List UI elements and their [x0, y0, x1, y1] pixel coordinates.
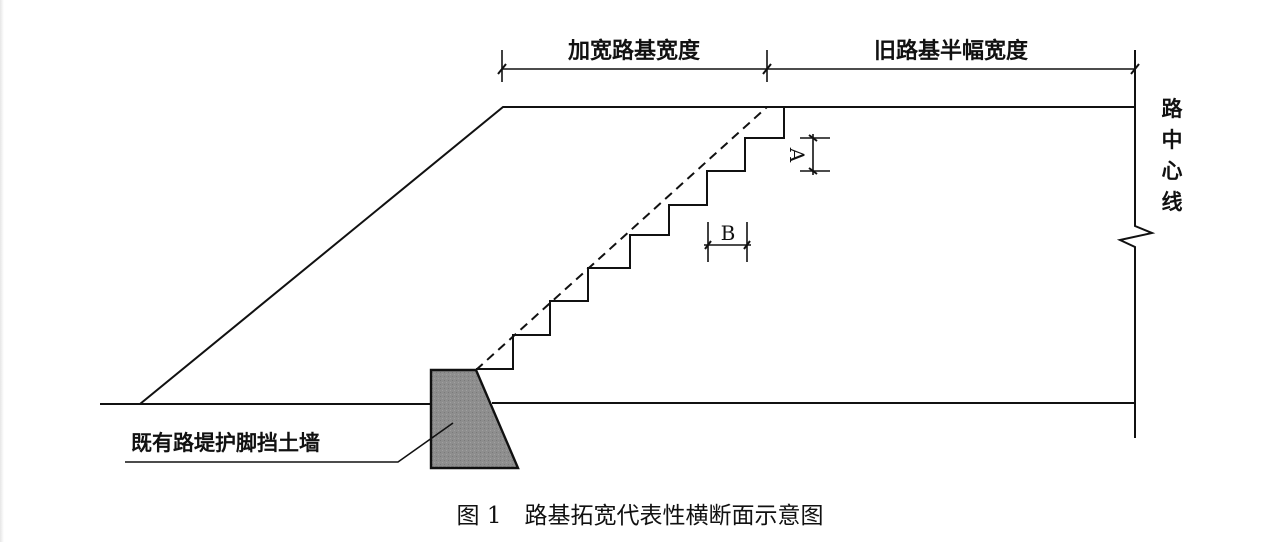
centerline-char: 线: [1162, 190, 1183, 214]
top-dimension-lines: [497, 50, 1140, 82]
step-width-dimension: B: [704, 221, 751, 262]
dimension-slash: [808, 167, 818, 175]
dimension-slash: [704, 240, 712, 250]
retaining-wall: [429, 368, 520, 470]
wall-leader-line: [125, 422, 454, 463]
centerline: [1116, 50, 1156, 438]
dimension-slash: [762, 63, 772, 75]
label-widened-width: 加宽路基宽度: [567, 38, 701, 64]
centerline-char: 心: [1162, 159, 1183, 183]
page-edge-shadow: [0, 0, 4, 542]
centerline-label: 路 中 心 线: [1162, 97, 1184, 214]
embankment-outline: [139, 106, 1135, 405]
centerline-char: 路: [1162, 97, 1184, 121]
dimension-slash: [743, 240, 751, 250]
old-slope-dashed-line: [475, 106, 768, 371]
centerline-char: 中: [1162, 128, 1183, 152]
step-height-dimension: A: [785, 134, 830, 175]
dimension-slash: [808, 134, 818, 142]
label-old-half-width: 旧路基半幅宽度: [874, 38, 1029, 64]
label-step-width: B: [721, 221, 736, 245]
figure-caption: 图 1 路基拓宽代表性横断面示意图: [457, 503, 824, 529]
label-step-height: A: [785, 147, 809, 163]
dimension-slash: [497, 63, 507, 75]
benching-steps: [476, 107, 785, 370]
label-retaining-wall: 既有路堤护脚挡土墙: [131, 431, 320, 455]
